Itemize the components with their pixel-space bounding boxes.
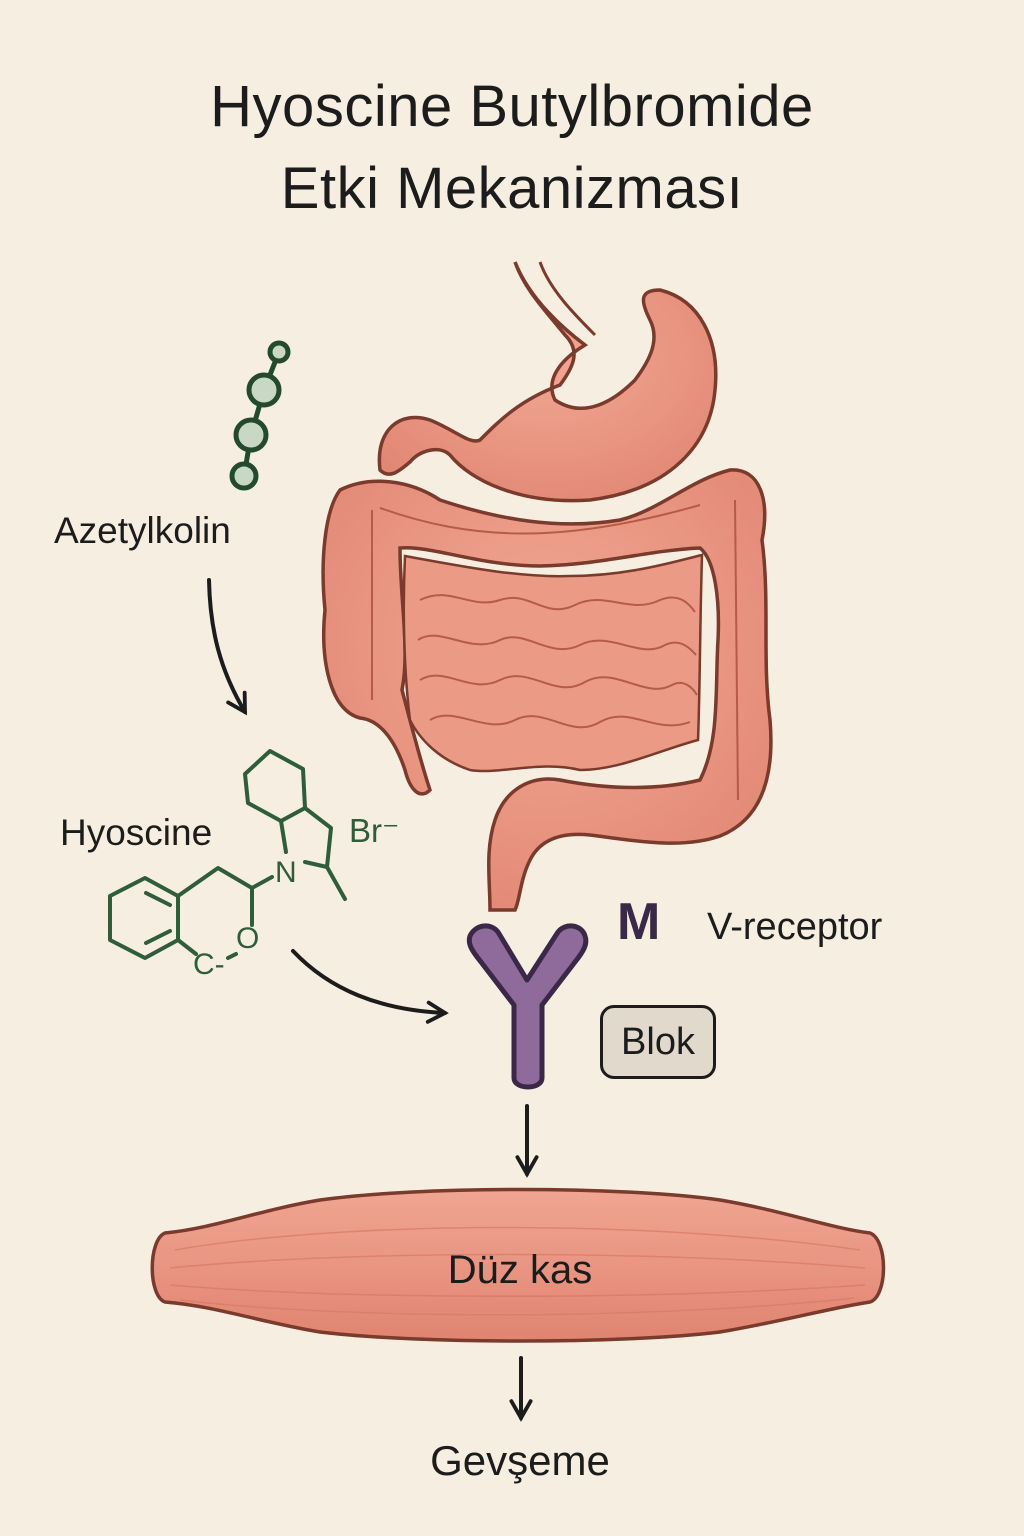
receptor-name-label: V-receptor <box>707 906 883 948</box>
atom-c-label: C- <box>193 948 225 981</box>
arrow-acetylcholine-to-hyoscine <box>207 578 247 716</box>
hyoscine-structure-icon <box>108 749 347 960</box>
block-badge: Blok <box>600 1005 716 1079</box>
atom-o-label: O <box>236 922 260 955</box>
acetylcholine-label: Azetylkolin <box>54 510 231 551</box>
acetylcholine-molecule-icon <box>229 340 291 491</box>
title-line-1: Hyoscine Butylbromide <box>210 74 814 139</box>
muscarinic-receptor-icon <box>466 923 589 1090</box>
smooth-muscle-label: Düz kas <box>447 1248 593 1292</box>
arrow-hyoscine-to-receptor <box>291 949 449 1024</box>
title-line-2: Etki Mekanizması <box>280 156 744 221</box>
receptor-letter: M <box>617 893 661 951</box>
bromide-label: Br⁻ <box>349 812 400 849</box>
relaxation-label: Gevşeme <box>430 1437 610 1484</box>
muscle-fiber-lines <box>169 1226 866 1316</box>
gastrointestinal-tract-illustration <box>321 261 773 912</box>
atom-n-label: N <box>275 856 297 889</box>
hyoscine-label: Hyoscine <box>60 812 213 853</box>
smooth-muscle-illustration <box>150 1187 886 1343</box>
